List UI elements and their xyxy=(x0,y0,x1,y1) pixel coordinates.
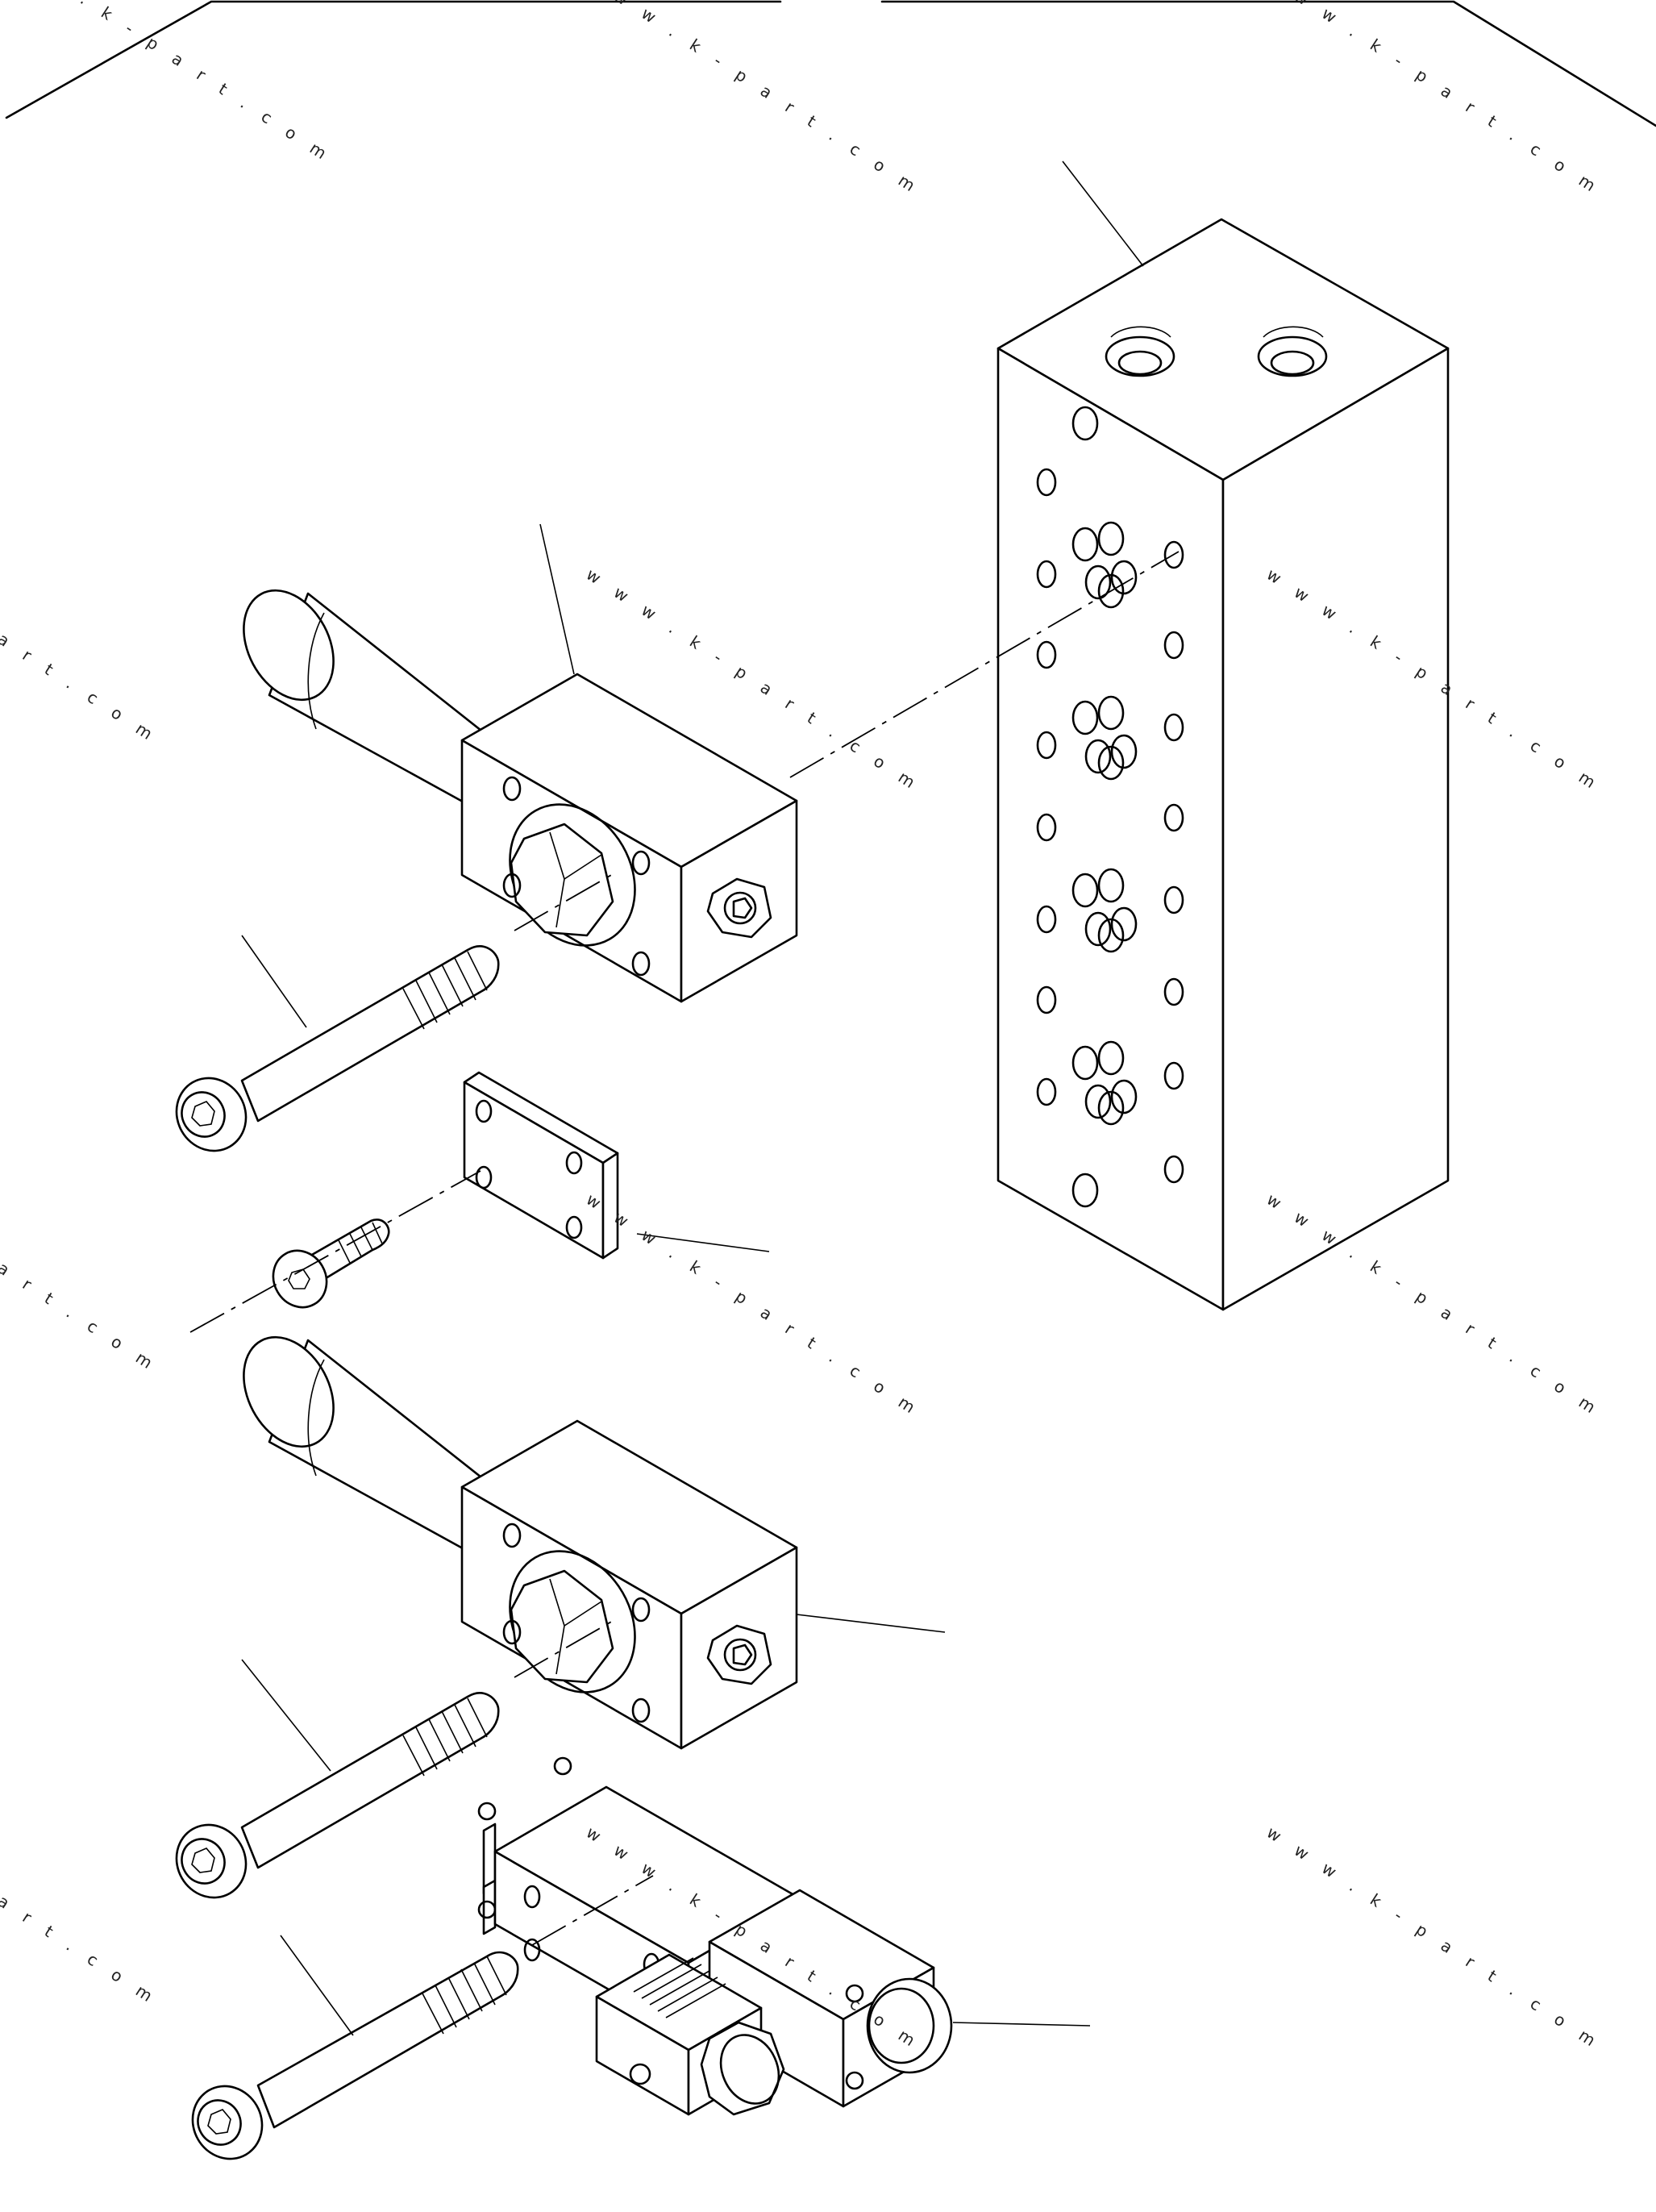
frame-lines xyxy=(5,0,1656,127)
upper-bolt xyxy=(175,873,614,1152)
lower-valve-plug xyxy=(706,1624,772,1685)
middle-bolt xyxy=(175,1620,614,1899)
cover-plate xyxy=(463,1071,770,1260)
leader-manifold xyxy=(1062,160,1144,267)
centerline-upper xyxy=(789,551,1180,778)
top-port-right xyxy=(1257,326,1328,377)
upper-valve-plug xyxy=(706,877,772,939)
solenoid-valve xyxy=(477,1756,1091,2116)
lower-valve xyxy=(243,1335,946,1750)
upper-valve xyxy=(243,523,798,1003)
small-bolt xyxy=(189,1170,481,1333)
manifold-block xyxy=(997,160,1450,1311)
bottom-bolt xyxy=(191,1875,654,2160)
manifold-holes xyxy=(1036,406,1184,1208)
top-port-left xyxy=(1105,326,1175,377)
